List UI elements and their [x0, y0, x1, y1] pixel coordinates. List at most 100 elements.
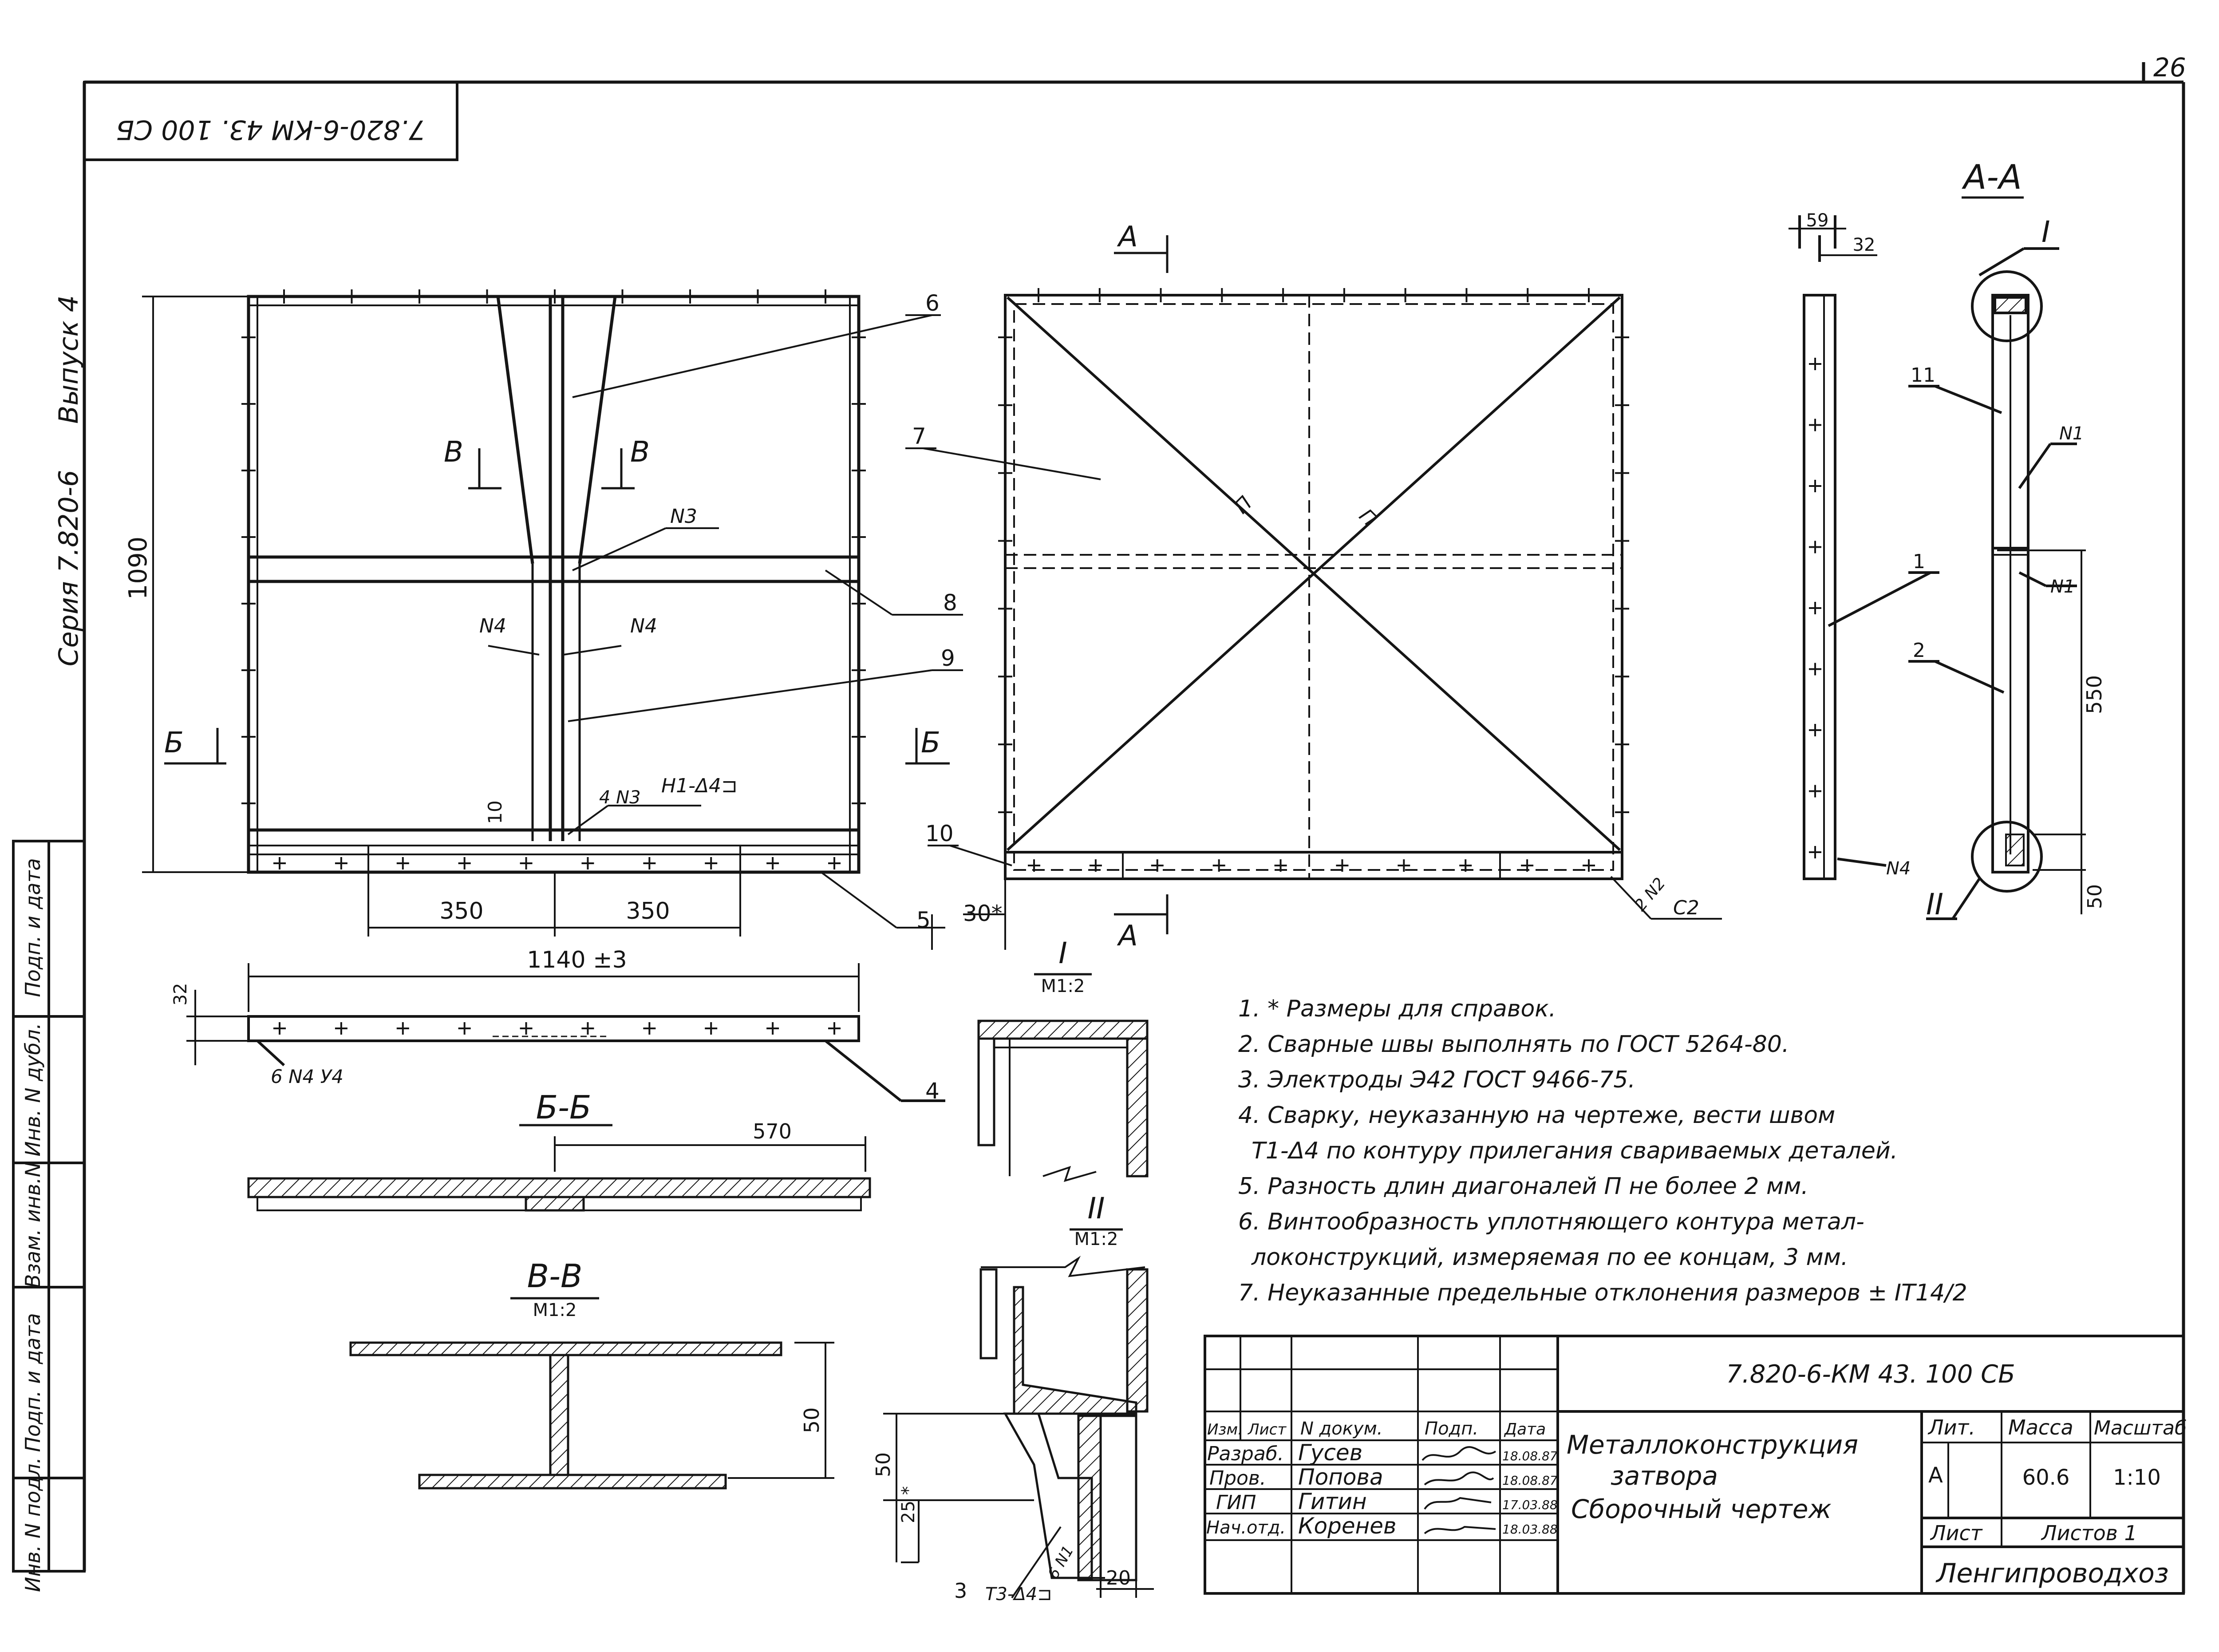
dim-550: 550 [2082, 675, 2106, 714]
strip-view [186, 963, 945, 1102]
note-6a: 6. Винтообразность уплотняющего контура … [1238, 1209, 1864, 1235]
note-4b: Т1-Δ4 по контуру прилегания свариваемых … [1252, 1138, 1898, 1164]
tb-row-name: Коренев [1298, 1513, 1397, 1539]
callout-3: 3 [954, 1579, 967, 1603]
arrow-a-top: А [1117, 221, 1138, 253]
dim-350-left: 350 [439, 898, 483, 925]
detail-2-scale: М1:2 [1074, 1229, 1118, 1249]
tb-row-role: Пров. [1209, 1467, 1266, 1490]
arrow-b-right: Б [921, 727, 940, 759]
lit-label: Лит. [1927, 1415, 1975, 1439]
title-doc-code: 7.820-6-КМ 43. 100 СБ [1726, 1360, 2015, 1389]
callout-7: 7 [912, 423, 926, 449]
strip-bolt-marks [273, 1022, 841, 1035]
weld-p-right: П [1354, 505, 1381, 531]
title-line-2: затвора [1611, 1461, 1718, 1491]
sheet-number: 26 [2153, 52, 2186, 83]
back-view [1004, 294, 1623, 880]
dim-20-d2: 20 [1106, 1567, 1131, 1589]
issue-label: Выпуск 4 [53, 295, 84, 424]
callout-8: 8 [943, 590, 957, 616]
arrow-a-bottom: А [1117, 920, 1138, 952]
side-label-3: Взам. инв.N [21, 1162, 45, 1288]
mass-value: 60.6 [2022, 1465, 2070, 1490]
tb-header-list: Лист [1247, 1421, 1287, 1439]
scale-label: Масштаб [2094, 1417, 2187, 1439]
dim-1090 [142, 296, 249, 873]
section-vv-scale: М1:2 [533, 1300, 577, 1320]
tb-rows: Разраб. Гусев 18.08.87 Пров. Попова 18.0… [1206, 1440, 1558, 1539]
dim-32-aa: 32 [1853, 235, 1875, 255]
dim-350-right: 350 [626, 898, 670, 925]
front-view-bolt-marks [241, 289, 866, 869]
tb-row-date: 17.03.88 [1502, 1498, 1558, 1512]
dim-1140: 1140 ±3 [527, 947, 627, 973]
section-arrows-a [1114, 235, 1169, 934]
lit-value: А [1928, 1463, 1943, 1488]
section-bb-title: Б-Б [536, 1089, 592, 1126]
tb-header-doc: N докум. [1300, 1419, 1383, 1439]
weld-n4-aa: N4 [1886, 858, 1911, 879]
callout-6: 6 [925, 290, 940, 316]
detail-2-marker: II [1926, 887, 1943, 921]
side-label-2: Подп. и дата [21, 1313, 45, 1452]
note-4a: 4. Сварку, неуказанную на чертеже, вести… [1238, 1102, 1835, 1129]
sheets-label: Листов 1 [2041, 1521, 2137, 1545]
side-label-4: Инв. N дубл. [21, 1023, 45, 1156]
rotated-stamp-code: 7.820-6-КМ 43. 100 СБ [116, 114, 426, 145]
tb-row-date: 18.08.87 [1502, 1473, 1558, 1488]
side-label-1: Инв. N подл. [21, 1457, 45, 1592]
back-view-bolt-marks [998, 288, 1629, 872]
detail-1-scale: М1:2 [1041, 976, 1085, 996]
note-2: 2. Сварные швы выполнять по ГОСТ 5264-80… [1238, 1031, 1789, 1058]
tb-row-name: Попова [1298, 1464, 1383, 1490]
detail-1 [977, 973, 1149, 1182]
section-bb [247, 1124, 871, 1212]
tb-row-name: Гусев [1298, 1440, 1362, 1466]
weld-n4-strip: 6 N4 У4 [271, 1066, 344, 1087]
detail-1-marker: I [2041, 215, 2050, 249]
rotated-stamp: 7.820-6-КМ 43. 100 СБ [83, 81, 458, 161]
tb-row-role: ГИП [1216, 1491, 1256, 1514]
section-aa-profile [1828, 247, 2086, 920]
series-label: Серия 7.820-6 [53, 470, 84, 667]
weld-h1: Н1-Δ4⊐ [661, 775, 738, 797]
dim-50-vv: 50 [800, 1407, 824, 1434]
callout-1: 1 [1913, 550, 1925, 573]
side-stamp-table [12, 840, 86, 1573]
dim-10: 10 [484, 800, 506, 824]
section-vv [349, 1297, 834, 1490]
signatures [1421, 1446, 1496, 1534]
dim-50-aa: 50 [2084, 884, 2106, 909]
title-line-3: Сборочный чертеж [1571, 1494, 1832, 1524]
front-view [247, 295, 861, 874]
weld-n4-left: N4 [479, 615, 506, 637]
tb-row-role: Нач.отд. [1206, 1518, 1286, 1538]
detail-1-title: I [1058, 936, 1067, 970]
note-5: 5. Разность длин диагоналей П не более 2… [1238, 1173, 1808, 1200]
weld-c2: С2 [1673, 897, 1699, 919]
callout-11: 11 [1911, 364, 1935, 387]
tb-header-sign: Подп. [1425, 1419, 1478, 1439]
section-aa-title: А-А [1961, 157, 2022, 197]
callout-2: 2 [1913, 639, 1925, 662]
dim-570: 570 [753, 1119, 792, 1143]
arrow-b-left: Б [164, 727, 184, 759]
back-leaders [905, 447, 1722, 950]
tb-row-name: Гитин [1298, 1489, 1367, 1514]
tb-header-izm: Изм. [1207, 1421, 1243, 1439]
org-name: Ленгипроводхоз [1935, 1558, 2168, 1589]
weld-p-left: П [1230, 492, 1256, 518]
section-arrows-b [164, 448, 950, 765]
dim-59: 59 [1806, 210, 1829, 231]
note-3: 3. Электроды Э42 ГОСТ 9466-75. [1238, 1067, 1635, 1093]
title-block-grid [1204, 1335, 2185, 1595]
weld-n3-top: N3 [670, 505, 697, 528]
tb-row-role: Разраб. [1207, 1443, 1284, 1465]
scale-value: 1:10 [2113, 1465, 2161, 1490]
notes: 1. * Размеры для справок. 2. Сварные швы… [1238, 996, 1967, 1306]
weld-n4-right: N4 [630, 615, 657, 637]
callout-10: 10 [925, 821, 954, 846]
weld-n3-bottom: 4 N3 [599, 787, 641, 808]
